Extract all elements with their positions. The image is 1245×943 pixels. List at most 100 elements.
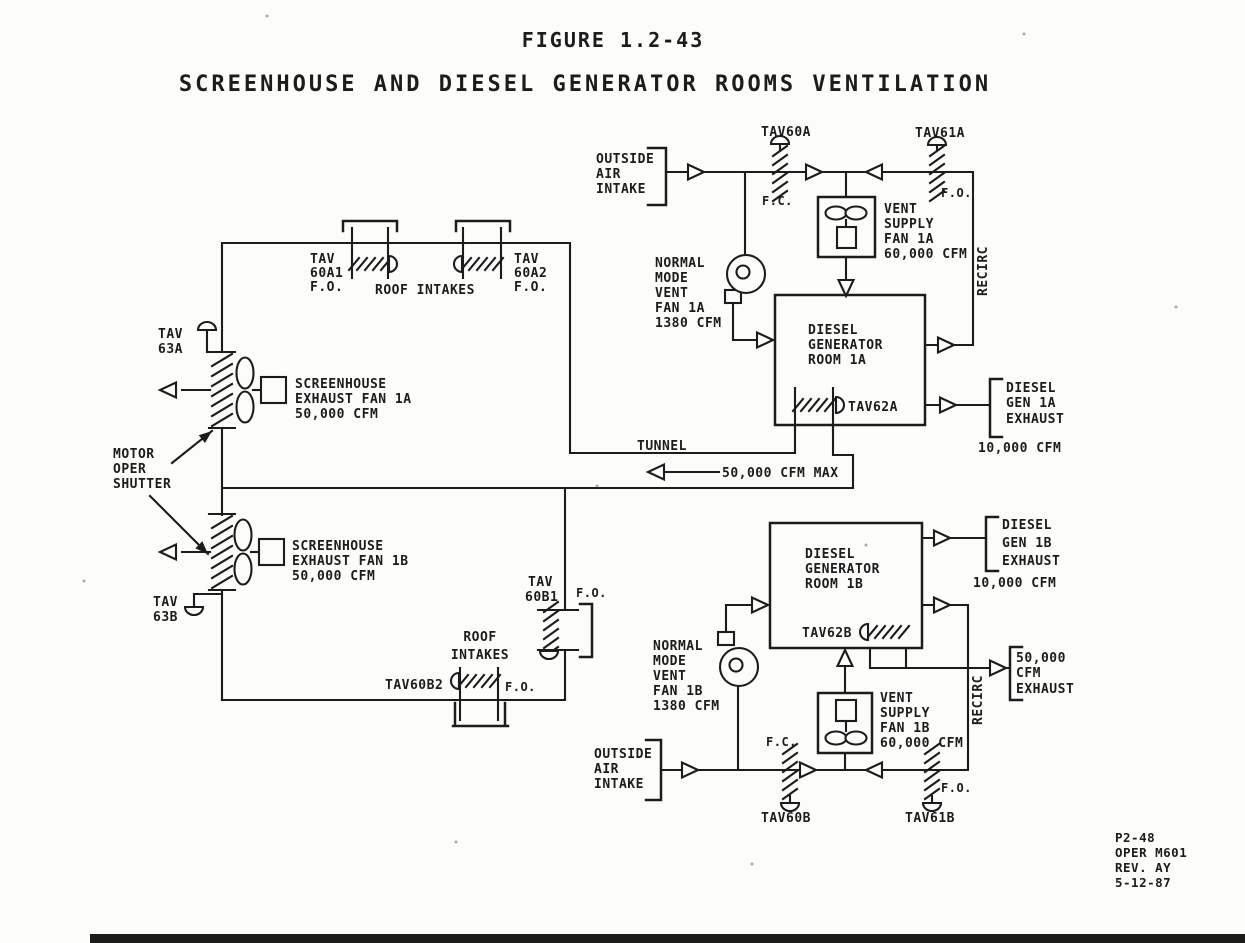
room-1b-exhaust-label: EXHAUST bbox=[1016, 682, 1074, 697]
damper-actuator-icon bbox=[387, 254, 399, 274]
normal-mode-fan-1a-label: VENT bbox=[655, 286, 688, 301]
flow-arrow-right bbox=[755, 331, 775, 349]
tav63b-label: TAV bbox=[153, 595, 178, 610]
screenhouse-exhaust-fan-1a-label: 50,000 CFM bbox=[295, 407, 378, 422]
screenhouse-exhaust-fan-1a-label: EXHAUST FAN 1A bbox=[295, 392, 412, 407]
drawing-note: REV. AY bbox=[1115, 860, 1171, 875]
damper-blade-hatch bbox=[459, 256, 505, 272]
gen-1b-exhaust-label: EXHAUST bbox=[1002, 554, 1060, 569]
tav60a2-label: F.O. bbox=[514, 280, 547, 295]
flow-arrow-right bbox=[988, 659, 1008, 677]
outside-air-intake-b-label: OUTSIDE bbox=[594, 747, 652, 762]
scan-edge-bar bbox=[90, 934, 1245, 943]
room-1b-exhaust-bracket bbox=[1008, 645, 1024, 702]
scan-speck bbox=[82, 579, 86, 583]
screenhouse-exhaust-fan-1b-label: SCREENHOUSE bbox=[292, 539, 384, 554]
roof-intake-tav60a2 bbox=[452, 219, 512, 280]
scan-speck bbox=[595, 484, 599, 488]
diesel-generator-room-1a-label: GENERATOR bbox=[808, 338, 883, 353]
tunnel-label: TUNNEL bbox=[637, 439, 687, 454]
normal-mode-fan-1b-label: NORMAL bbox=[653, 639, 703, 654]
diesel-generator-room-1b-label: DIESEL bbox=[805, 547, 855, 562]
tav62b-label: TAV62B bbox=[802, 626, 852, 641]
gen-1a-exhaust-label: DIESEL bbox=[1006, 381, 1056, 396]
damper-blade-hatch bbox=[923, 742, 941, 801]
room-1b-exhaust-label: CFM bbox=[1016, 666, 1041, 681]
flow-arrow-right bbox=[938, 396, 958, 414]
drawing-note: 5-12-87 bbox=[1115, 875, 1171, 890]
gen-1a-exhaust-label: EXHAUST bbox=[1006, 412, 1064, 427]
normal-mode-fan-1b-symbol bbox=[716, 630, 760, 688]
gen-1b-exhaust-cfm: 10,000 CFM bbox=[973, 576, 1056, 591]
normal-mode-fan-1a-label: FAN 1A bbox=[655, 301, 705, 316]
roof-intake-tav60b1 bbox=[536, 600, 594, 661]
flow-arrow-up bbox=[836, 648, 854, 668]
tav61b-damper bbox=[921, 742, 943, 813]
flow-arrow-right bbox=[804, 163, 824, 181]
callout-arrowhead bbox=[198, 431, 212, 444]
tav60a1-label: 60A1 bbox=[310, 266, 343, 281]
roof-opening-bracket bbox=[578, 602, 594, 659]
gen-1b-exhaust-label: DIESEL bbox=[1002, 518, 1052, 533]
axial-fan-icon bbox=[233, 518, 286, 586]
normal-mode-fan-1b-label: VENT bbox=[653, 669, 686, 684]
flow-arrow-right bbox=[932, 596, 952, 614]
diesel-generator-room-1a-label: DIESEL bbox=[808, 323, 858, 338]
screenhouse-exhaust-fan-1a-label: SCREENHOUSE bbox=[295, 377, 387, 392]
drawing-note: OPER M601 bbox=[1115, 845, 1187, 860]
pipe-b-blower-outlet bbox=[724, 603, 754, 634]
tav62a-damper bbox=[791, 386, 846, 432]
damper-actuator-icon bbox=[834, 395, 846, 415]
screenhouse-exhaust-fan-1b-label: EXHAUST FAN 1B bbox=[292, 554, 409, 569]
normal-mode-fan-1a-label: MODE bbox=[655, 271, 688, 286]
roof-intake-tav60a1 bbox=[341, 219, 399, 280]
tav60b1-fail-position: F.O. bbox=[576, 586, 607, 600]
flow-arrow-right bbox=[936, 336, 956, 354]
flow-arrow-left bbox=[864, 761, 884, 779]
axial-fan-icon bbox=[235, 356, 288, 424]
shutter-hatch bbox=[207, 512, 237, 592]
outside-air-intake-a-label: OUTSIDE bbox=[596, 152, 654, 167]
flow-arrow-right bbox=[798, 761, 818, 779]
flow-arrow-left bbox=[158, 381, 178, 399]
flow-arrow-left bbox=[646, 463, 666, 481]
damper-actuator-icon bbox=[449, 671, 461, 691]
tav60a1-label: F.O. bbox=[310, 280, 343, 295]
actuator-stem bbox=[205, 328, 224, 354]
fan-motor bbox=[835, 225, 858, 250]
motor-oper-shutter-label: OPER bbox=[113, 462, 146, 477]
gen-1b-exhaust-label: GEN 1B bbox=[1002, 536, 1052, 551]
flow-arrow-right bbox=[686, 163, 706, 181]
tav61b-label: TAV61B bbox=[905, 811, 955, 826]
flow-arrow-right bbox=[680, 761, 700, 779]
scan-speck bbox=[454, 840, 458, 844]
tav62a-label: TAV62A bbox=[848, 400, 898, 415]
tav63a-label: 63A bbox=[158, 342, 183, 357]
tav61a-damper bbox=[926, 135, 948, 203]
outside-air-intake-b-label: AIR bbox=[594, 762, 619, 777]
motor-oper-shutter-1a bbox=[207, 350, 237, 430]
flow-arrow-right bbox=[750, 596, 770, 614]
tav63a-label: TAV bbox=[158, 327, 183, 342]
page-title: SCREENHOUSE AND DIESEL GENERATOR ROOMS V… bbox=[179, 72, 991, 97]
gen-1a-exhaust-bracket bbox=[988, 377, 1004, 439]
roof-opening-bracket bbox=[451, 701, 510, 728]
roof-intakes-top-label: ROOF INTAKES bbox=[375, 283, 475, 298]
diesel-generator-room-1a-label: ROOM 1A bbox=[808, 353, 866, 368]
callout-arrowhead bbox=[195, 541, 208, 554]
blower-outlet bbox=[716, 630, 736, 647]
pipe-a-blower-outlet bbox=[731, 301, 759, 342]
vent-supply-fan-1b-label: FAN 1B bbox=[880, 721, 930, 736]
actuator-dome-icon bbox=[921, 801, 943, 813]
actuator-dome-icon bbox=[183, 605, 205, 617]
damper-actuator-icon bbox=[858, 622, 870, 642]
tav60a-label: TAV60A bbox=[761, 125, 811, 140]
blower-outlet bbox=[723, 288, 743, 305]
tav63b-label: 63B bbox=[153, 610, 178, 625]
tav61b-fail-position: F.O. bbox=[941, 781, 972, 795]
motor-oper-shutter-label: MOTOR bbox=[113, 447, 155, 462]
terminal-brackets bbox=[644, 146, 1024, 802]
tav60b-damper bbox=[779, 742, 801, 813]
roof-opening-bracket bbox=[454, 219, 512, 233]
